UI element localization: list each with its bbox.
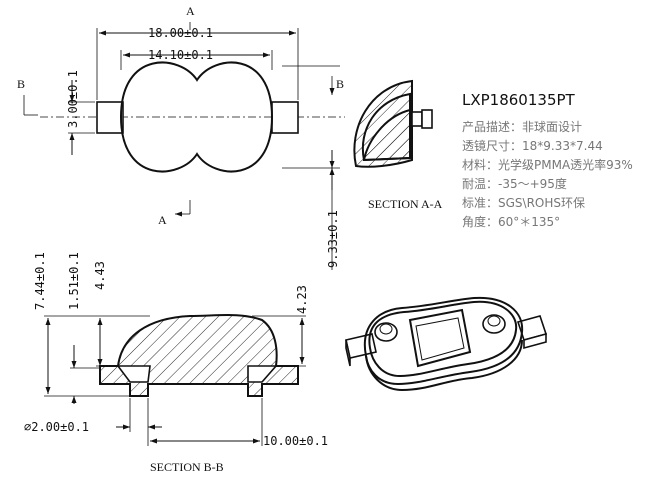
product-code: LXP1860135PT	[462, 91, 576, 109]
iso-boss-left	[374, 322, 398, 342]
right-tab	[271, 101, 299, 134]
section-aa-cavity	[361, 92, 411, 162]
dim-pin-spacing-text: 10.00±0.1	[263, 434, 328, 448]
spec-line-2: 透镜尺寸：18*9.33*7.44	[462, 138, 603, 153]
section-aa-pin-end	[421, 109, 433, 129]
iso-window-inner	[415, 317, 465, 361]
spec-line-6: 角度：60°＊135°	[462, 214, 560, 229]
iso-tab-left-side	[345, 339, 351, 367]
section-aa-pin	[411, 111, 423, 127]
isometric-view	[345, 296, 548, 392]
spec-line-3: 材料：光学级PMMA透光率93%	[462, 157, 633, 172]
section-bb-label: SECTION B-B	[150, 460, 224, 474]
iso-boss-left-hole	[379, 323, 393, 335]
dim-base-height-text: 1.51±0.1	[67, 252, 81, 310]
section-b-marker-right: B	[336, 77, 344, 91]
iso-boss-right-hole	[487, 315, 501, 327]
spec-line-1: 产品描述：非球面设计	[462, 120, 582, 134]
section-bb-view: 7.44±0.1 1.51±0.1 4.43 4.23 ⌀2.00±0.1 10…	[24, 252, 328, 474]
section-a-marker-top: A	[186, 4, 195, 18]
iso-top-surface	[368, 300, 518, 378]
dim-body-width-text: 14.10±0.1	[148, 48, 213, 62]
section-aa-label: SECTION A-A	[368, 197, 443, 211]
section-aa-view: SECTION A-A	[353, 79, 443, 211]
iso-window-outer	[408, 308, 472, 368]
section-bb-slot-left	[116, 365, 151, 383]
dim-tab-height-text: 3.00±0.1	[66, 70, 80, 128]
section-a-marker-bottom: A	[158, 213, 167, 227]
iso-boss-right	[482, 314, 506, 334]
section-aa-inner	[362, 108, 411, 162]
dim-pin-dia-text: ⌀2.00±0.1	[24, 420, 89, 434]
spec-block: LXP1860135PT 产品描述：非球面设计 透镜尺寸：18*9.33*7.4…	[462, 91, 633, 229]
iso-skirt	[365, 339, 523, 392]
section-bb-slot-right	[247, 365, 278, 383]
spec-line-4: 耐温：-35～+95度	[462, 176, 567, 191]
spec-line-5: 标准：SGS\ROHS环保	[462, 196, 585, 210]
section-b-marker-left: B	[17, 77, 25, 91]
dim-depth-text: 9.33±0.1	[326, 210, 340, 268]
dim-mid-text: 4.43	[93, 261, 107, 290]
top-view: A A 18.00±0.1 14.10±0.1 3.00±0.1 B B	[17, 4, 345, 270]
iso-tab-right-side	[523, 332, 547, 350]
dim-width-text: 18.00±0.1	[148, 26, 213, 40]
left-tab	[96, 101, 124, 134]
iso-base-rim	[363, 296, 524, 386]
dim-right-text: 4.23	[295, 285, 309, 314]
dim-total-height-text: 7.44±0.1	[33, 252, 47, 310]
lens-outline-top	[119, 61, 274, 173]
